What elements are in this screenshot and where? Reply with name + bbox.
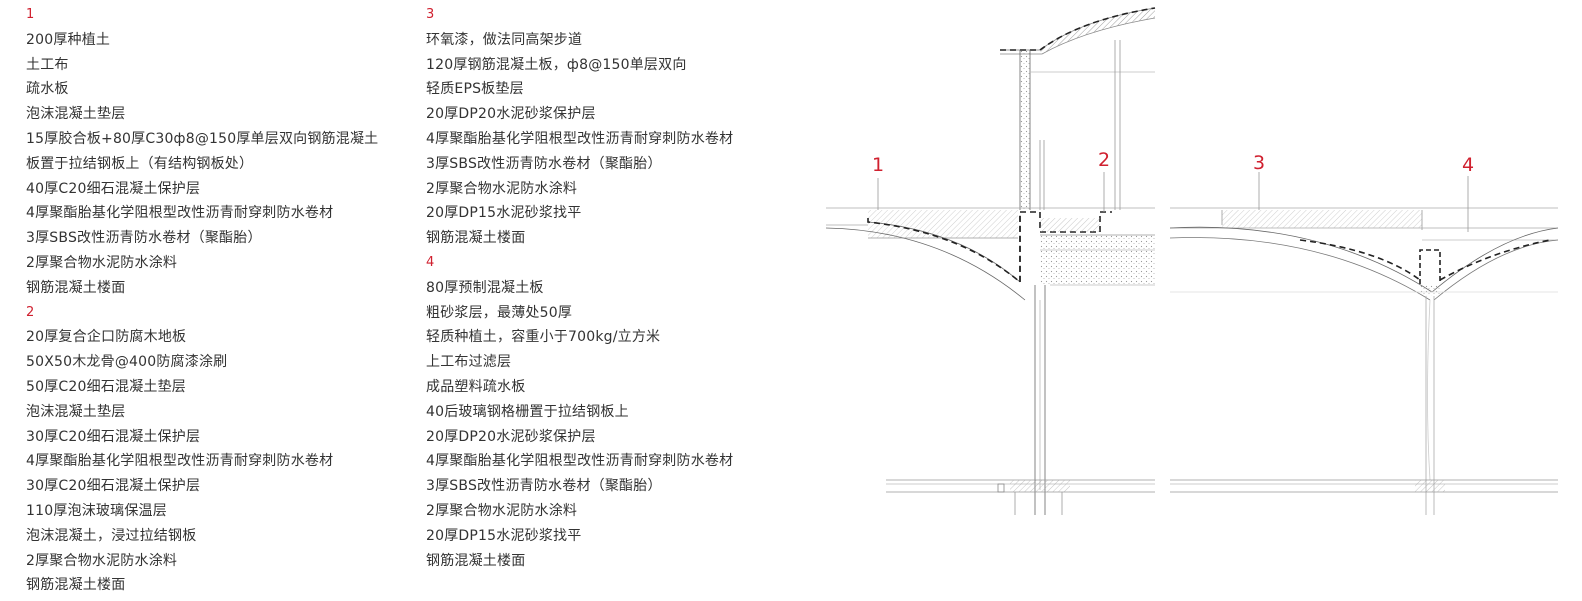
note-item: 20厚DP20水泥砂浆保护层 bbox=[426, 428, 596, 445]
note-item: 疏水板 bbox=[26, 81, 69, 98]
note-item: 泡沫混凝土垫层 bbox=[26, 106, 126, 123]
note-item: 钢筋混凝土楼面 bbox=[26, 577, 126, 594]
note-item: 20厚DP15水泥砂浆找平 bbox=[426, 205, 582, 222]
note-item: 20厚复合企口防腐木地板 bbox=[26, 329, 187, 346]
note-item: 2厚聚合物水泥防水涂料 bbox=[26, 552, 178, 569]
note-item: 30厚C20细石混凝土保护层 bbox=[26, 478, 201, 495]
note-group-number: 4 bbox=[426, 254, 435, 270]
note-item: 20厚DP20水泥砂浆保护层 bbox=[426, 106, 596, 123]
note-item: 4厚聚酯胎基化学阻根型改性沥青耐穿刺防水卷材 bbox=[26, 205, 334, 222]
note-item: 钢筋混凝土楼面 bbox=[426, 230, 526, 247]
note-item: 环氧漆，做法同高架步道 bbox=[426, 31, 583, 48]
section-a bbox=[825, 7, 1156, 515]
note-item: 粗砂浆层，最薄处50厚 bbox=[426, 304, 573, 321]
note-item: 3厚SBS改性沥青防水卷材（聚酯胎） bbox=[426, 155, 662, 172]
notes-column-left: 1 200厚种植土土工布疏水板泡沫混凝土垫层 15厚胶合板+80厚C30ф8@150… bbox=[26, 3, 406, 598]
note-item: 4厚聚酯胎基化学阻根型改性沥青耐穿刺防水卷材 bbox=[426, 453, 734, 470]
note-item: 40后玻璃钢格栅置于拉结钢板上 bbox=[426, 403, 629, 420]
note-item: 20厚DP15水泥砂浆找平 bbox=[426, 527, 582, 544]
note-item: 4厚聚酯胎基化学阻根型改性沥青耐穿刺防水卷材 bbox=[26, 453, 334, 470]
notes-list-right: 3 环氧漆，做法同高架步道 120厚钢筋混凝土板，ф8@150单层双向轻质EPS板垫… bbox=[426, 3, 806, 573]
note-item: 2厚聚合物水泥防水涂料 bbox=[26, 254, 178, 271]
note-item: 80厚预制混凝土板 bbox=[426, 279, 544, 296]
note-group-number: 2 bbox=[26, 304, 35, 320]
note-item: 钢筋混凝土楼面 bbox=[26, 279, 126, 296]
note-item: 轻质种植土，容重小于700kg/立方米 bbox=[426, 329, 661, 346]
note-item: 30厚C20细石混凝土保护层 bbox=[26, 428, 201, 445]
note-item: 120厚钢筋混凝土板，ф8@150单层双向 bbox=[426, 56, 687, 73]
note-group-number: 3 bbox=[426, 7, 435, 22]
note-item: 50X50木龙骨@400防腐漆涂刷 bbox=[26, 354, 228, 371]
note-item: 200厚种植土 bbox=[26, 31, 111, 48]
note-item: 3厚SBS改性沥青防水卷材（聚酯胎） bbox=[26, 230, 262, 247]
callout-1: 1 bbox=[872, 154, 884, 176]
section-b bbox=[1169, 172, 1559, 515]
note-item: 50厚C20细石混凝土垫层 bbox=[26, 378, 187, 395]
notes-list-left: 1 200厚种植土土工布疏水板泡沫混凝土垫层 15厚胶合板+80厚C30ф8@150… bbox=[26, 3, 406, 598]
note-item: 40厚C20细石混凝土保护层 bbox=[26, 180, 201, 197]
note-item: 3厚SBS改性沥青防水卷材（聚酯胎） bbox=[426, 478, 662, 495]
note-item: 轻质EPS板垫层 bbox=[426, 81, 524, 98]
note-item: 4厚聚酯胎基化学阻根型改性沥青耐穿刺防水卷材 bbox=[426, 130, 734, 147]
callout-4: 4 bbox=[1462, 154, 1474, 176]
note-item: 泡沫混凝土，浸过拉结钢板 bbox=[26, 527, 197, 544]
note-item: 泡沫混凝土垫层 bbox=[26, 403, 126, 420]
callout-2: 2 bbox=[1098, 149, 1110, 171]
note-item: 2厚聚合物水泥防水涂料 bbox=[426, 502, 578, 519]
note-group-number: 1 bbox=[26, 7, 35, 22]
note-item: 土工布 bbox=[26, 56, 69, 73]
note-item: 钢筋混凝土楼面 bbox=[426, 552, 526, 569]
callout-3: 3 bbox=[1253, 152, 1265, 174]
note-item: 上工布过滤层 bbox=[426, 354, 512, 371]
note-item: 110厚泡沫玻璃保温层 bbox=[26, 502, 167, 519]
notes-column-right: 3 环氧漆，做法同高架步道 120厚钢筋混凝土板，ф8@150单层双向轻质EPS板垫… bbox=[426, 3, 806, 573]
note-item: 成品塑料疏水板 bbox=[426, 378, 526, 395]
note-item: 15厚胶合板+80厚C30ф8@150厚单层双向钢筋混凝土 bbox=[26, 130, 379, 147]
note-item: 2厚聚合物水泥防水涂料 bbox=[426, 180, 578, 197]
note-item: 板置于拉结钢板上（有结构钢板处） bbox=[26, 155, 254, 172]
